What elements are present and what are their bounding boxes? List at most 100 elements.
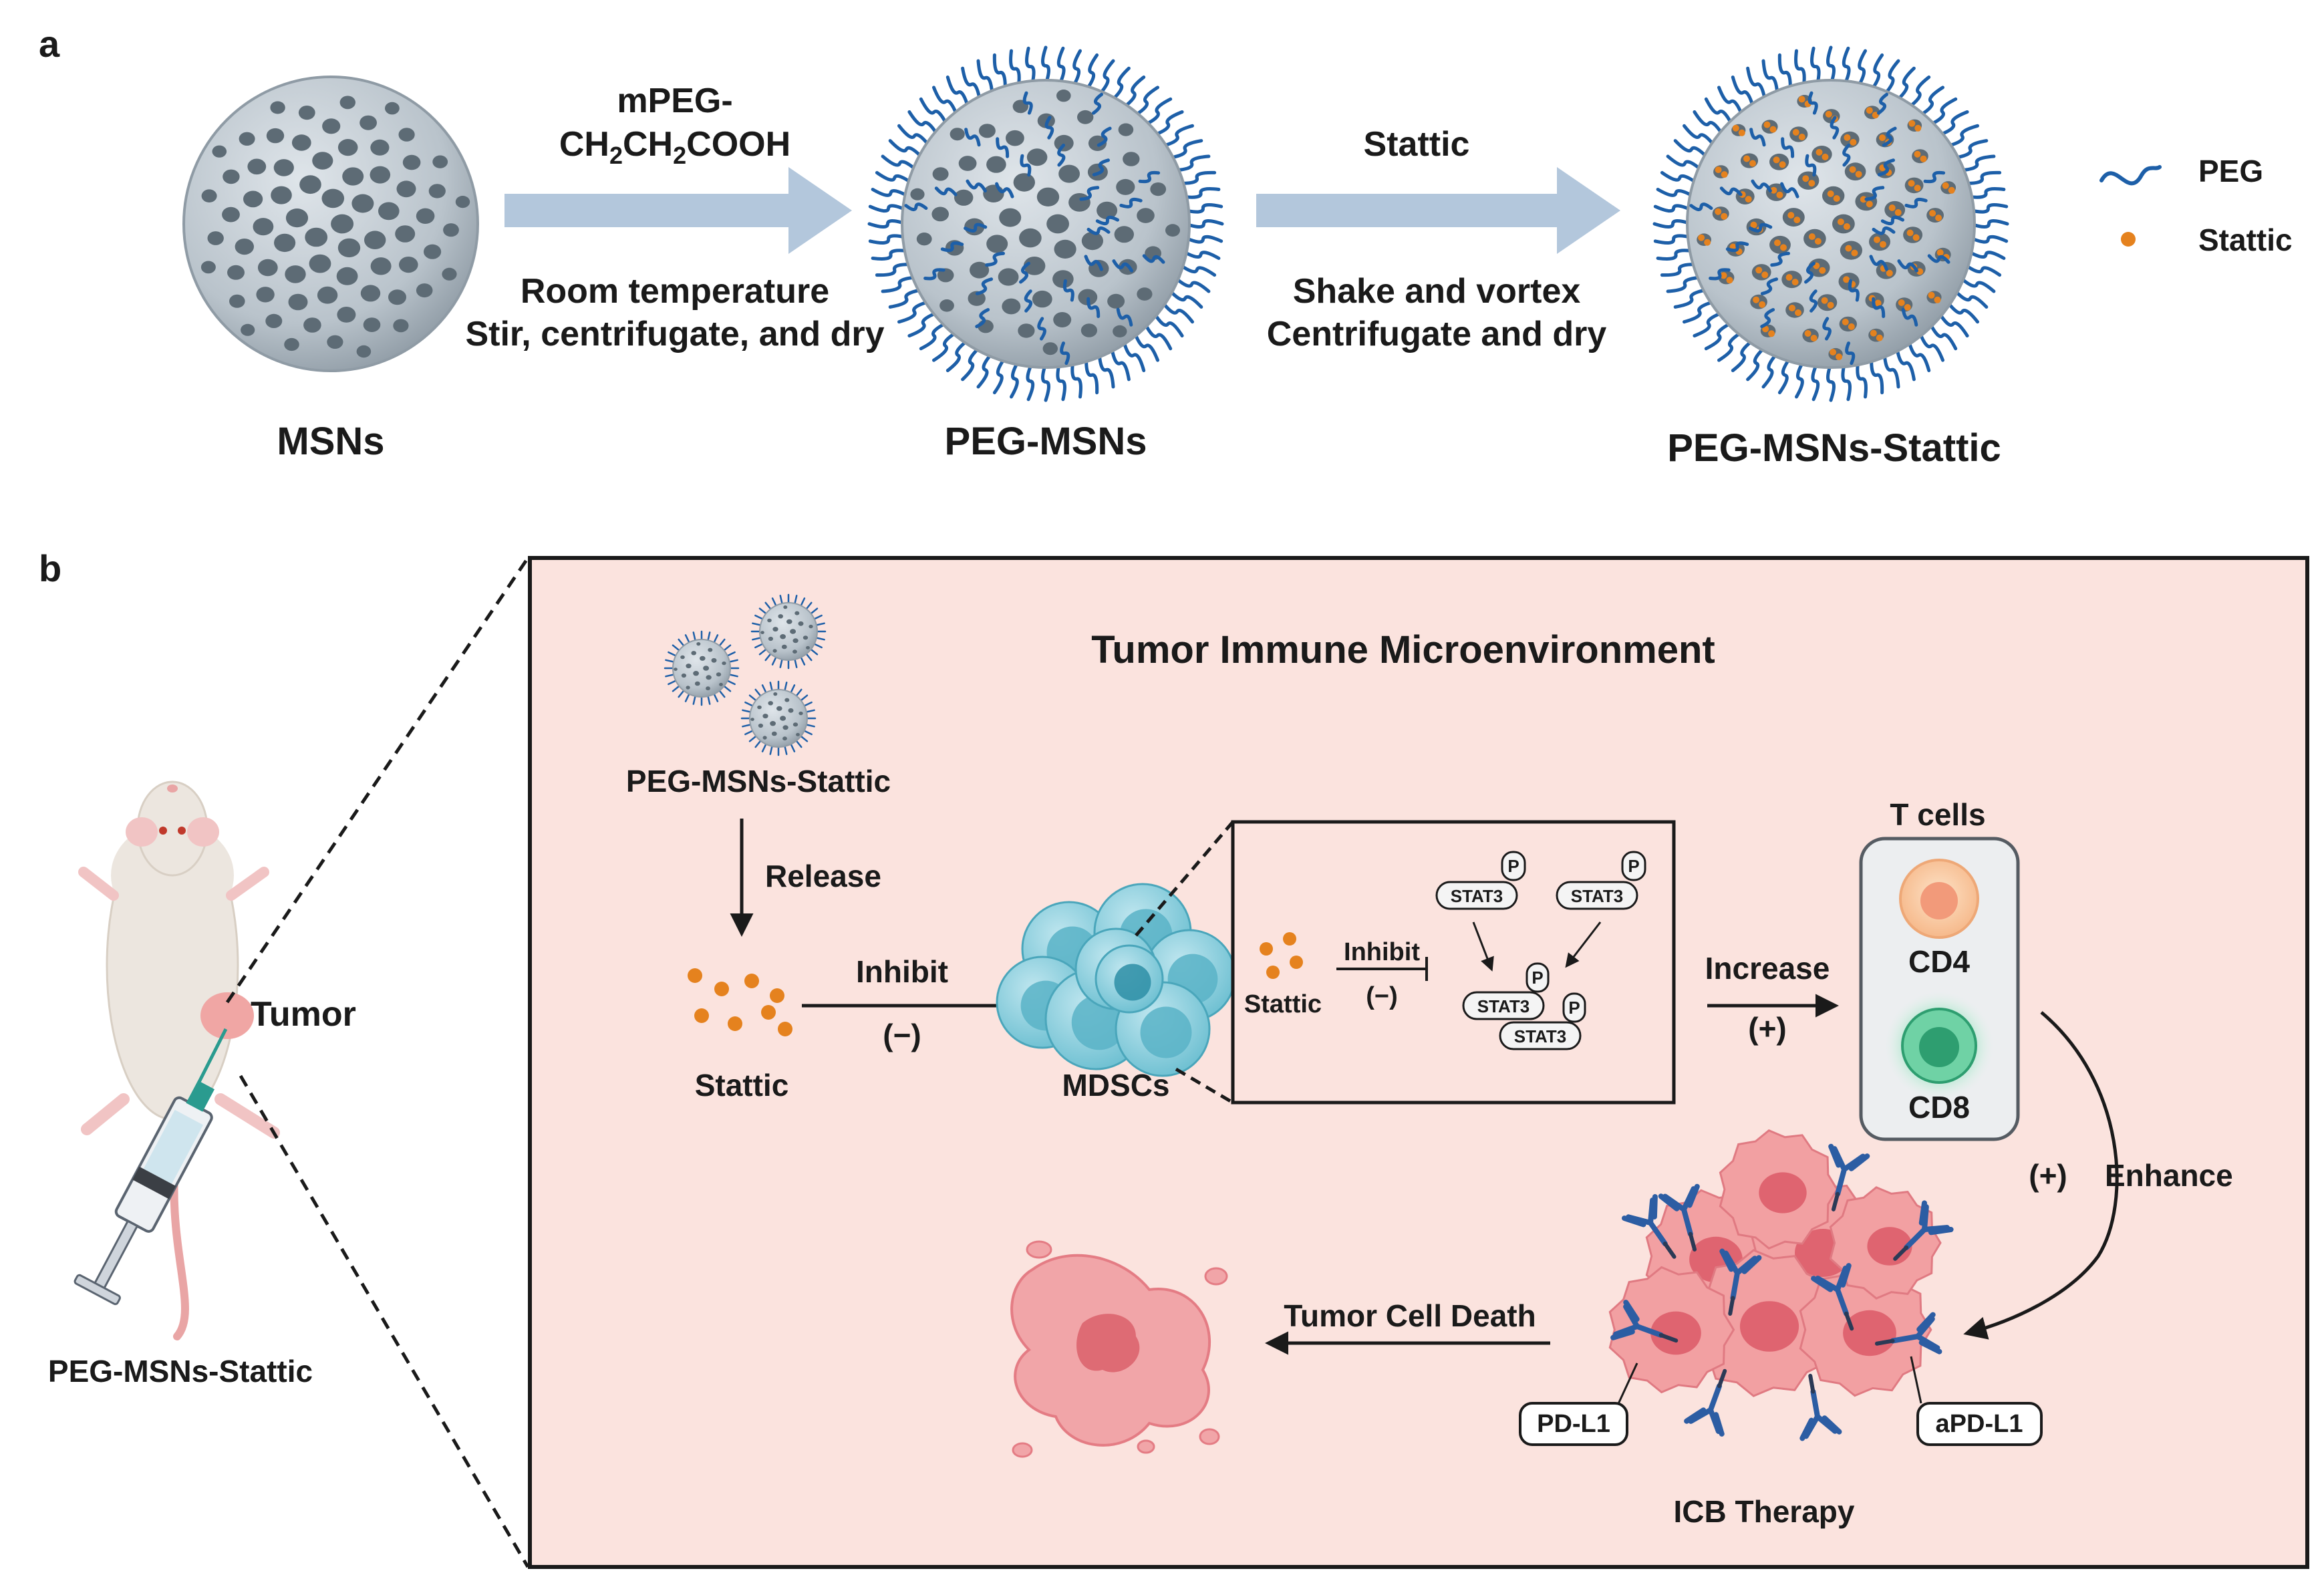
pd-l1-receptor [1688,1232,1697,1252]
peg-chain [1092,92,1103,115]
pd-l1-receptor [1658,1332,1679,1343]
antibody-icon [1658,1183,1700,1252]
peg-chain [1749,223,1773,233]
phospho-text: P [1628,856,1639,876]
peg-chain [1952,288,1989,309]
peg-chain [888,139,925,160]
stattic-dot [1898,299,1905,306]
stattic-dot [1791,279,1799,286]
nanoparticle-core [672,639,731,698]
pore [305,227,328,247]
pore [696,642,701,646]
peg-chain [1923,170,1946,184]
pore [1803,229,1826,249]
pore [256,287,275,303]
pore [342,167,364,186]
pore [265,313,283,328]
formula-sub-2: 2 [673,142,686,169]
inset-inhibit-sign: (−) [1366,982,1398,1010]
antibody-arms [1622,1194,1668,1247]
pore [954,189,974,206]
peg-chain [1173,154,1211,172]
stattic-dot [1804,330,1811,337]
stattic-dot [1844,134,1851,141]
pore [968,291,986,306]
peg-chain [976,59,994,97]
pore [443,223,459,237]
pdl1-callout [1519,1402,1628,1446]
pore [771,731,777,736]
pore [271,186,292,204]
legend-stattic-label: Stattic [2198,223,2293,257]
pore [703,666,710,671]
stattic-dot [1912,234,1920,241]
mdsc-nucleus [1114,964,1151,1001]
antibody-arms [1890,1312,1942,1354]
peg-chain [1097,351,1115,389]
pore [788,708,794,713]
pore [786,619,792,624]
pore [790,629,796,634]
pore [298,106,315,120]
pore [1081,231,1103,251]
peg-chain [1693,110,1725,137]
peg-chain [875,263,914,277]
icb-label: ICB Therapy [1674,1494,1855,1529]
peg-chain [1805,154,1817,177]
nanoparticles-label: PEG-MSNs-Stattic [626,764,891,799]
pore [809,624,813,629]
pore [399,257,418,273]
peg-chain [1143,321,1173,351]
pore [768,636,773,641]
stattic-dot [1874,236,1880,243]
pore [1036,187,1060,206]
pore [706,675,712,680]
pore [950,128,965,141]
step1-condition-line1: Room temperature [521,272,829,311]
pore [356,345,372,358]
peg-chain [1652,219,1693,229]
peg-chain [1777,355,1792,395]
peg-chain [985,251,1005,267]
stattic-dots-icon [688,968,792,1036]
peg-chain [1845,341,1856,366]
pore [719,682,723,686]
stattic-dot [1849,166,1856,173]
peg-chain [1056,361,1066,402]
peg-chain [1901,307,1918,327]
peg-chain [1062,279,1074,302]
pore [1077,110,1094,124]
tumor-nucleus [1843,1310,1896,1356]
peg-chain [1717,330,1744,362]
pore [1123,152,1140,166]
peg-chain [1084,255,1103,271]
pore [402,154,421,170]
phospho-text: P [1532,968,1543,988]
pore [396,180,416,198]
pore [235,239,254,255]
pore [239,132,255,146]
stattic-dot [1769,126,1777,133]
pore [780,716,786,721]
peg-chain [1864,186,1885,201]
antibody-icon [1874,1312,1942,1354]
peg-chain [1856,49,1867,89]
peg-chain [1869,255,1888,271]
pore [331,214,354,234]
pore [782,736,787,741]
peg-chain [1110,345,1131,382]
inset-zoom-bottom [1175,1067,1234,1105]
stattic-dot [1888,204,1896,211]
stattic-dot [1876,334,1883,341]
pore [274,233,296,253]
peg-chain [1121,338,1146,372]
pore [1080,323,1097,337]
peg-chain [1666,154,1704,172]
peg-chain [1079,186,1100,201]
peg-chain [1041,362,1050,402]
peg-chain [1138,170,1161,184]
peg-chain [1656,249,1696,261]
peg-chain [940,241,964,253]
peg-chain [1112,259,1133,273]
